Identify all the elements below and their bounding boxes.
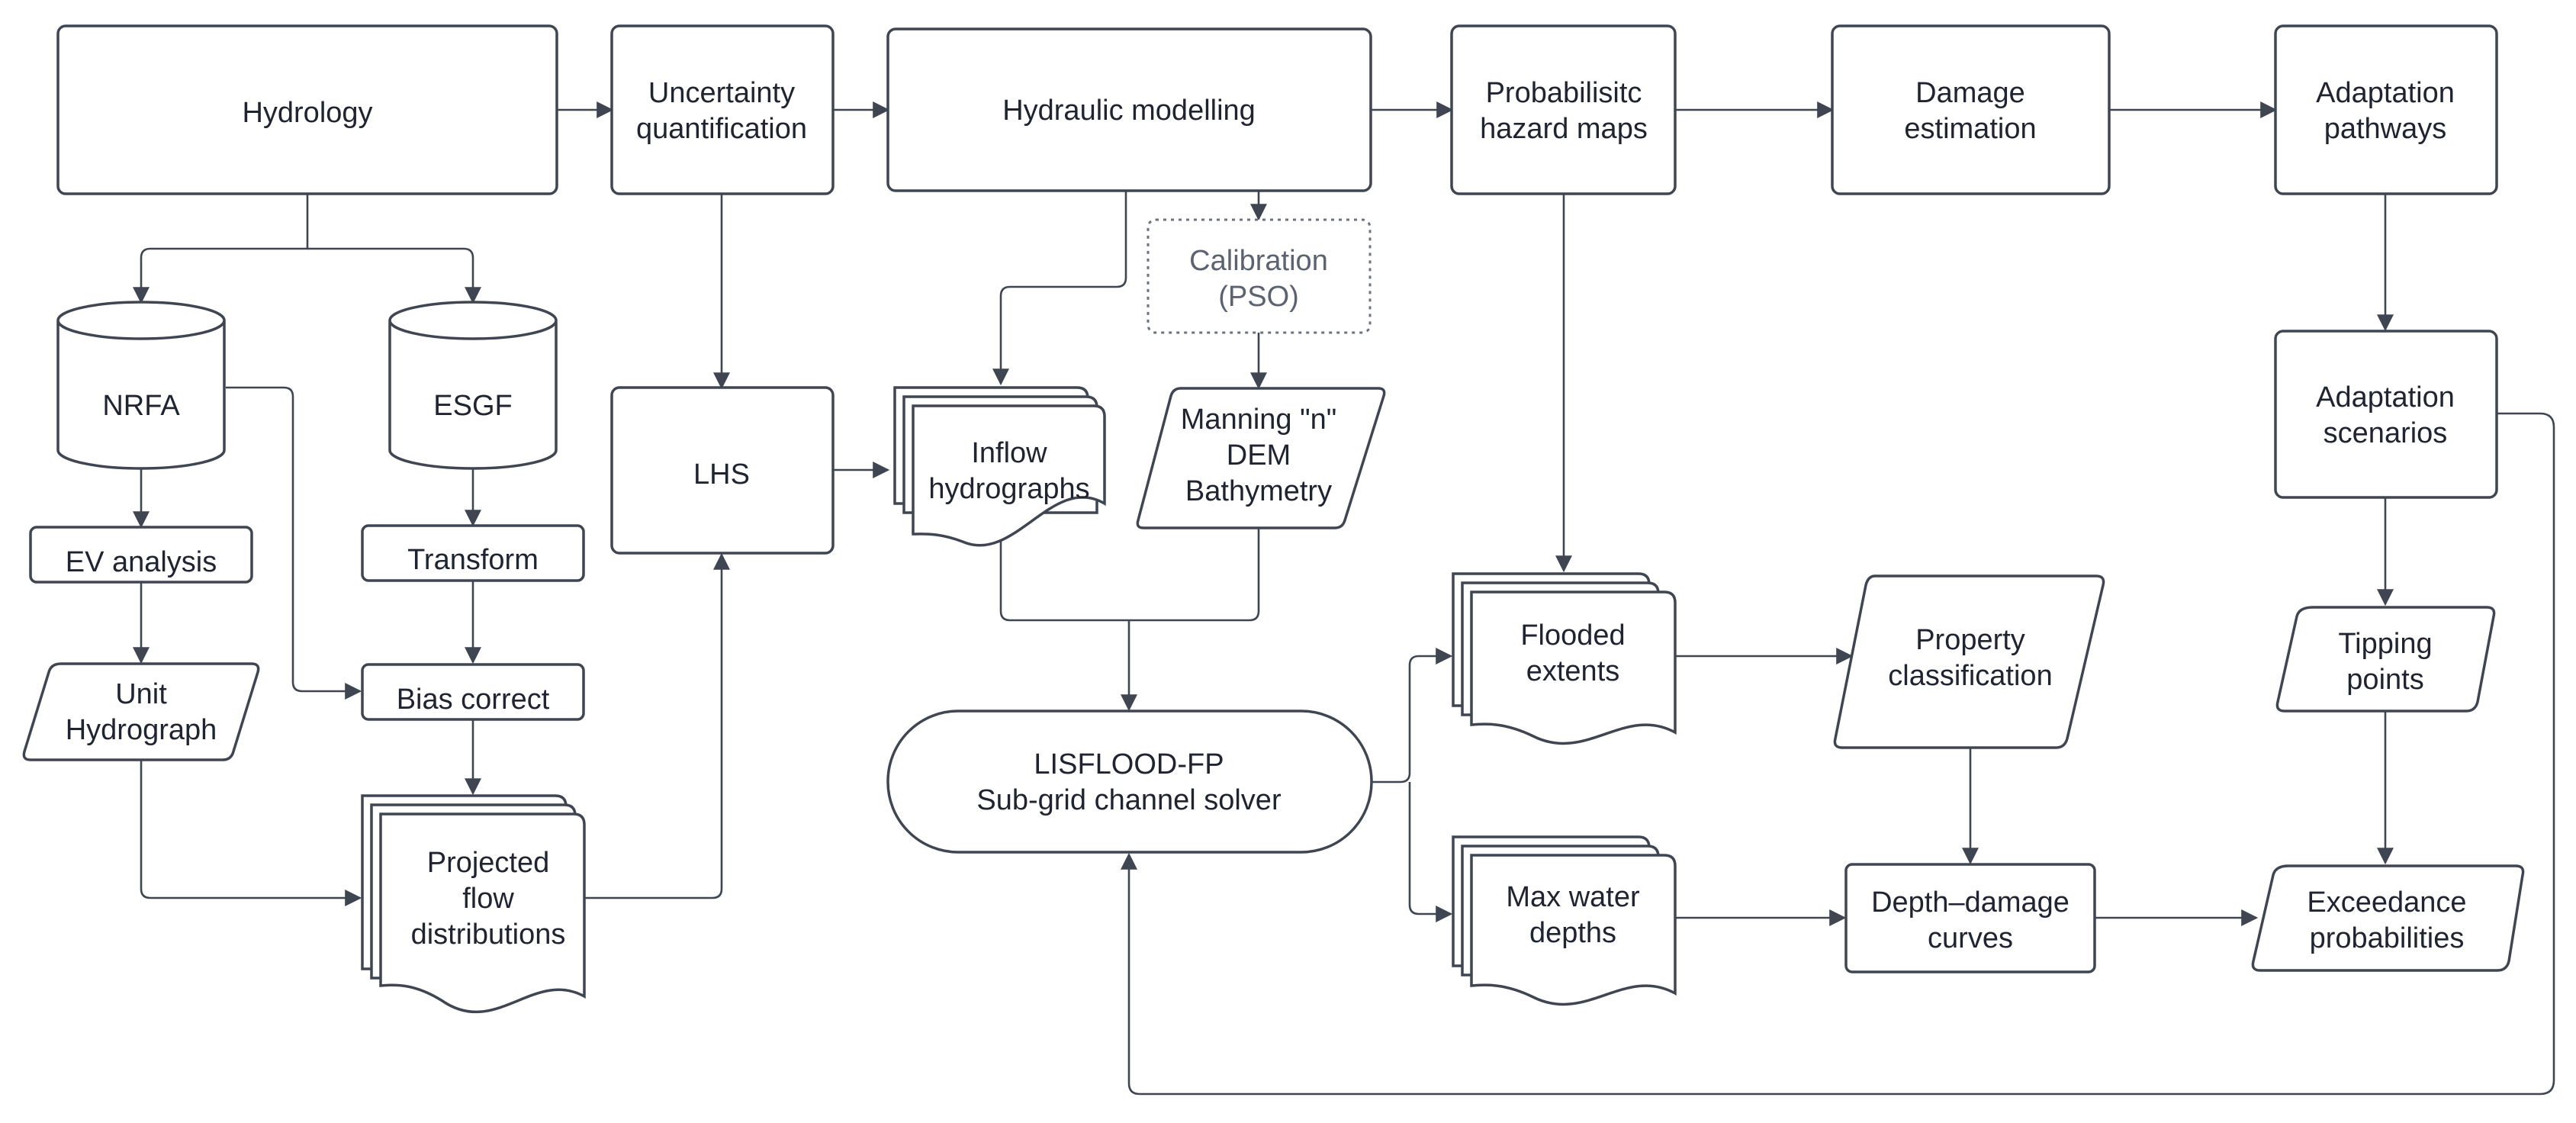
node-lhs: LHS [610, 386, 835, 555]
node-adaptation-pathways: Adaptation pathways [2274, 24, 2498, 195]
svg-text:curves: curves [1928, 922, 2013, 954]
node-tipping-points: Tipping points [2275, 606, 2496, 713]
node-manning-dem-bathymetry: Manning "n" DEM Bathymetry [1136, 387, 1386, 529]
svg-text:Projected: Projected [427, 847, 550, 879]
svg-text:ESGF: ESGF [433, 390, 512, 422]
svg-text:Sub-grid channel solver: Sub-grid channel solver [976, 784, 1282, 816]
edge-lisflood-maxwater [1408, 782, 1453, 922]
svg-text:Adaptation: Adaptation [2316, 77, 2455, 109]
svg-text:flow: flow [462, 883, 514, 915]
edge-unit-projected [140, 761, 362, 906]
svg-text:Manning "n": Manning "n" [1181, 404, 1336, 436]
node-property-classification: Property classification [1833, 574, 2105, 749]
svg-text:points: points [2346, 664, 2423, 696]
node-bias-correct: Bias correct [361, 663, 585, 721]
node-flooded-extents: Flooded extents [1452, 572, 1677, 745]
svg-text:quantification: quantification [636, 113, 807, 145]
edge-hydrology-esgf [307, 247, 481, 304]
svg-text:Probabilisitc: Probabilisitc [1486, 77, 1642, 109]
svg-text:(PSO): (PSO) [1218, 281, 1299, 313]
edge-lisflood-flooded [1372, 648, 1453, 784]
node-depth-damage-curves: Depth–damage curves [1844, 863, 2096, 973]
node-uncertainty-quantification: Uncertainty quantification [610, 24, 835, 195]
svg-text:NRFA: NRFA [102, 390, 180, 422]
edge-hydrology-nrfa [133, 194, 309, 304]
svg-text:hydrographs: hydrographs [928, 473, 1089, 505]
svg-text:Hydraulic modelling: Hydraulic modelling [1002, 95, 1256, 127]
svg-text:Tipping: Tipping [2338, 628, 2432, 660]
svg-text:hazard maps: hazard maps [1480, 113, 1648, 145]
svg-text:LISFLOOD-FP: LISFLOOD-FP [1034, 748, 1224, 780]
node-esgf-database: ESGF [388, 301, 558, 470]
node-exceedance-probabilities: Exceedance probabilities [2251, 864, 2525, 972]
svg-text:Uncertainty: Uncertainty [648, 77, 795, 109]
svg-text:Flooded: Flooded [1520, 619, 1625, 652]
svg-text:DEM: DEM [1227, 439, 1291, 471]
node-adaptation-scenarios: Adaptation scenarios [2274, 330, 2498, 499]
edge-projected-lhs [584, 552, 730, 899]
node-ev-analysis: EV analysis [29, 526, 253, 584]
svg-text:pathways: pathways [2324, 113, 2447, 145]
svg-text:Max water: Max water [1506, 881, 1640, 913]
edge-scenarios-lisflood-loop [1121, 412, 2555, 1096]
svg-text:Property: Property [1915, 624, 2025, 656]
svg-text:scenarios: scenarios [2324, 417, 2448, 449]
svg-text:Bathymetry: Bathymetry [1185, 475, 1332, 507]
svg-text:EV analysis: EV analysis [66, 546, 217, 578]
svg-text:Transform: Transform [407, 544, 539, 576]
svg-text:depths: depths [1529, 917, 1616, 949]
svg-text:LHS: LHS [693, 459, 750, 491]
svg-text:estimation: estimation [1904, 113, 2036, 145]
svg-text:Hydrograph: Hydrograph [66, 714, 217, 746]
node-lisflood-fp: LISFLOOD-FP Sub-grid channel solver [886, 710, 1373, 854]
svg-text:Adaptation: Adaptation [2316, 381, 2455, 413]
node-transform: Transform [361, 524, 585, 582]
node-max-water-depths: Max water depths [1452, 835, 1677, 1006]
svg-text:Exceedance: Exceedance [2307, 886, 2466, 919]
edge-manning-lisflood [1129, 528, 1260, 622]
edge-nrfa-bias [226, 386, 362, 700]
node-hazard-maps: Probabilisitc hazard maps [1450, 24, 1677, 195]
svg-text:Damage: Damage [1915, 77, 2025, 109]
svg-text:probabilities: probabilities [2310, 922, 2465, 954]
svg-text:classification: classification [1888, 660, 2052, 692]
node-damage-estimation: Damage estimation [1831, 24, 2111, 195]
node-hydrology: Hydrology [56, 24, 558, 195]
svg-text:distributions: distributions [411, 919, 566, 951]
svg-text:Depth–damage: Depth–damage [1871, 886, 2069, 919]
edge-inflow-lisflood [999, 528, 1129, 622]
svg-text:Inflow: Inflow [971, 437, 1047, 469]
svg-text:extents: extents [1526, 655, 1620, 687]
node-inflow-hydrographs: Inflow hydrographs [893, 386, 1106, 547]
node-projected-flow-distributions: Projected flow distributions [361, 794, 586, 1014]
svg-text:Unit: Unit [115, 678, 167, 710]
hydrology-label: Hydrology [242, 97, 372, 129]
node-unit-hydrograph: Unit Hydrograph [22, 662, 260, 761]
edge-hydraulic-inflow [992, 191, 1127, 386]
svg-text:Bias correct: Bias correct [397, 684, 550, 716]
node-calibration-pso: Calibration (PSO) [1146, 218, 1372, 334]
node-nrfa-database: NRFA [56, 301, 226, 470]
node-hydraulic-modelling: Hydraulic modelling [886, 27, 1372, 192]
edges [133, 101, 2555, 1096]
svg-text:Calibration: Calibration [1189, 245, 1328, 277]
